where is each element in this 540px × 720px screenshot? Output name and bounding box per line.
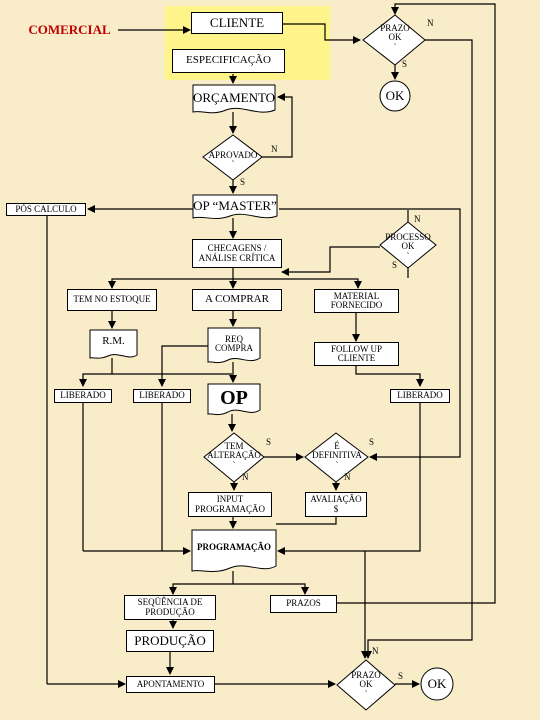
prazo-bottom-label: PRAZO OK ` bbox=[342, 670, 390, 700]
processo-line1: PROCESSO bbox=[385, 231, 431, 242]
follow-line1: FOLLOW UP bbox=[330, 343, 383, 354]
prazo-top-dots: ` bbox=[393, 41, 397, 52]
cliente-box[interactable]: CLIENTE bbox=[191, 12, 283, 34]
seq-line2: PRODUÇÃO bbox=[145, 606, 195, 617]
def-line2: DEFINITIVA bbox=[312, 450, 362, 461]
prazo-bottom-line2: OK bbox=[359, 679, 373, 690]
tem-no-estoque-box[interactable]: TEM NO ESTOQUE bbox=[67, 289, 157, 311]
doc-rm bbox=[89, 329, 138, 359]
input-programacao-box[interactable]: INPUT PROGRAMAÇÃO bbox=[188, 492, 272, 517]
pos-calculo-box[interactable]: PÓS CALCULO bbox=[6, 203, 86, 216]
producao-path-no: N bbox=[372, 646, 379, 656]
doc-programacao bbox=[191, 529, 277, 572]
material-line2: FORNECIDO bbox=[330, 300, 383, 310]
definitiva-label: É DEFINITIVA ` bbox=[308, 441, 366, 471]
aprovado-no: N bbox=[271, 144, 278, 154]
doc-req-compra bbox=[207, 327, 261, 364]
tem-no: N bbox=[242, 472, 249, 482]
prazo-bottom-yes: S bbox=[398, 671, 404, 681]
tem-alteracao-label: TEM ALTERAÇÃO ` bbox=[205, 441, 263, 471]
ok-circle-bottom bbox=[420, 667, 454, 701]
seq-line1: SEQÜÊNCIA DE bbox=[137, 597, 203, 608]
comercial-label: COMERCIAL bbox=[28, 22, 111, 38]
material-line1: MATERIAL bbox=[333, 290, 380, 301]
processo-yes: S bbox=[392, 260, 398, 270]
prazo-bottom-dots: ` bbox=[364, 688, 368, 699]
processo-dots: ` bbox=[406, 250, 410, 261]
ok-circle-top bbox=[379, 80, 411, 112]
doc-orcamento bbox=[192, 84, 276, 114]
aprovado-dots: ` bbox=[231, 159, 235, 169]
ok-bottom-label: OK bbox=[427, 676, 447, 692]
doc-op-master bbox=[192, 194, 278, 219]
prazo-bottom-line1: PRAZO bbox=[351, 669, 381, 680]
apontamento-box[interactable]: APONTAMENTO bbox=[126, 676, 215, 693]
doc-op bbox=[207, 383, 261, 416]
input-line2: PROGRAMAÇÃO bbox=[194, 503, 265, 514]
sequencia-box[interactable]: SEQÜÊNCIA DE PRODUÇÃO bbox=[124, 595, 216, 620]
def-dots: ` bbox=[335, 459, 339, 470]
tem-yes: S bbox=[266, 437, 272, 447]
liberado-box-2[interactable]: LIBERADO bbox=[133, 389, 191, 403]
a-comprar-box[interactable]: A COMPRAR bbox=[192, 289, 282, 311]
op-master-no: N bbox=[414, 214, 421, 224]
orcamento-label[interactable]: ORÇAMENTO bbox=[192, 90, 276, 106]
req-line1: REQ bbox=[225, 333, 243, 344]
checagens-box[interactable]: CHECAGENS / ANÁLISE CRÍTICA bbox=[192, 239, 282, 268]
follow-up-box[interactable]: FOLLOW UP CLIENTE bbox=[314, 342, 399, 366]
definitiva-no: N bbox=[344, 472, 351, 482]
prazo-top-label: PRAZO OK ` bbox=[370, 22, 420, 52]
aprovado-text: APROVADO bbox=[208, 149, 258, 160]
prazo-top-yes: S bbox=[402, 59, 408, 69]
op-label[interactable]: OP bbox=[220, 386, 248, 409]
req-compra-label[interactable]: REQ COMPRA bbox=[208, 332, 260, 356]
programacao-label[interactable]: PROGRAMAÇÃO bbox=[197, 542, 271, 553]
aprovado-yes: S bbox=[240, 177, 246, 187]
tem-line2: ALTERAÇÃO bbox=[207, 450, 261, 461]
avaliacao-box[interactable]: AVALIAÇÃO $ bbox=[305, 492, 367, 517]
tem-dots: ` bbox=[232, 459, 236, 470]
processo-line2: OK bbox=[401, 241, 415, 252]
especificacao-box[interactable]: ESPECIFICAÇÃO bbox=[172, 49, 285, 73]
prazo-top-line2: OK bbox=[388, 32, 402, 43]
input-line1: INPUT bbox=[216, 494, 244, 505]
tem-line1: TEM bbox=[224, 440, 244, 451]
op-master-label[interactable]: OP “MASTER” bbox=[193, 198, 277, 214]
prazo-top-line1: PRAZO bbox=[380, 22, 410, 33]
checagens-line2: ANÁLISE CRÍTICA bbox=[198, 252, 276, 263]
diamond-prazo-bottom bbox=[336, 659, 396, 711]
processo-label: PROCESSO OK ` bbox=[382, 231, 434, 261]
aval-line1: AVALIAÇÃO bbox=[310, 494, 362, 505]
prazo-top-no: N bbox=[427, 18, 434, 28]
checagens-line1: CHECAGENS / bbox=[207, 243, 267, 254]
producao-box[interactable]: PRODUÇÃO bbox=[126, 630, 214, 652]
liberado-box-1[interactable]: LIBERADO bbox=[54, 389, 112, 403]
ok-top-label: OK bbox=[385, 88, 405, 104]
req-line2: COMPRA bbox=[214, 343, 253, 353]
aval-line2: $ bbox=[333, 503, 339, 514]
liberado-box-3[interactable]: LIBERADO bbox=[390, 389, 450, 403]
def-line1: É bbox=[334, 440, 340, 451]
rm-label[interactable]: R.M. bbox=[102, 335, 125, 348]
follow-line2: CLIENTE bbox=[337, 353, 376, 363]
aprovado-label: APROVADO ` bbox=[205, 150, 261, 170]
material-fornecido-box[interactable]: MATERIAL FORNECIDO bbox=[314, 289, 399, 313]
definitiva-yes: S bbox=[369, 437, 375, 447]
prazos-box[interactable]: PRAZOS bbox=[270, 595, 337, 613]
